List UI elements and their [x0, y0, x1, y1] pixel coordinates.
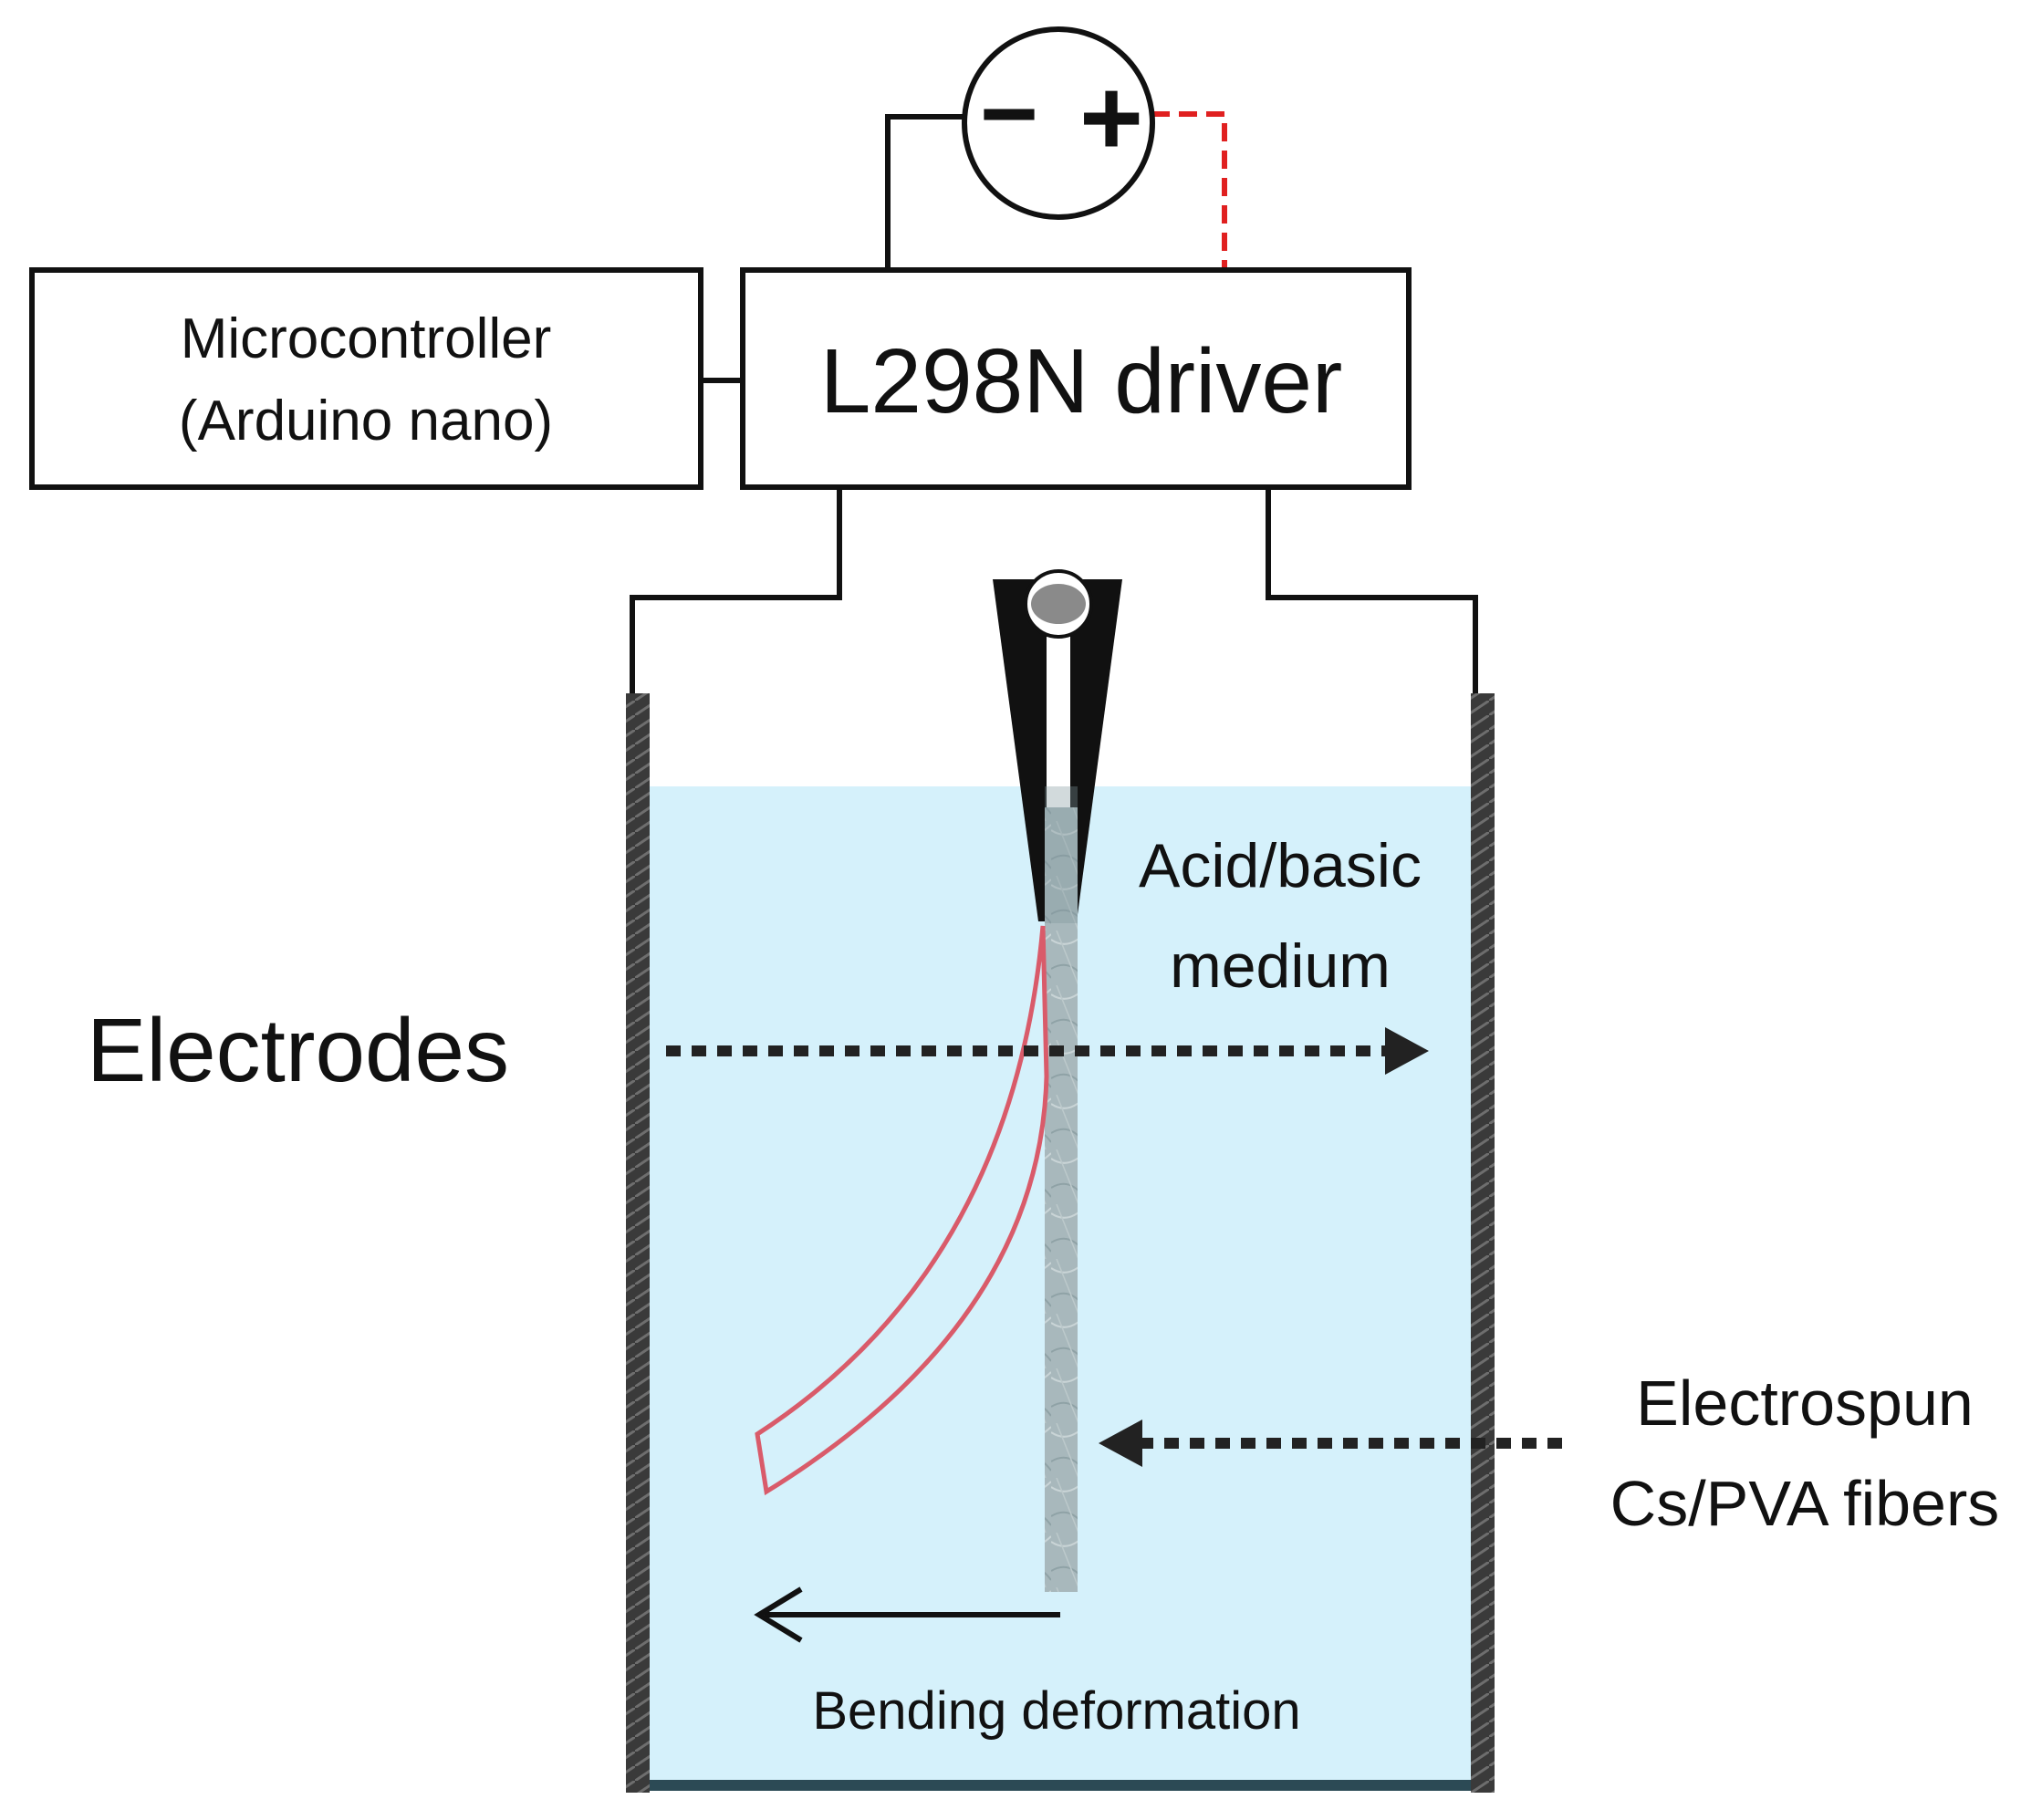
bent-fiber-outline: [755, 925, 1049, 1496]
voltage-source: − +: [962, 26, 1155, 220]
plus-symbol: +: [1079, 57, 1143, 179]
bending-direction-arrow: [754, 1586, 1060, 1643]
fibers-label-line2: Cs/PVA fibers: [1610, 1468, 2000, 1539]
microcontroller-box: Microcontroller (Arduino nano): [29, 267, 703, 490]
wire-driver-to-left-electrode: [630, 488, 842, 693]
electrodes-label: Electrodes: [87, 1000, 509, 1100]
minus-symbol: −: [980, 57, 1038, 170]
microcontroller-model: (Arduino nano): [179, 390, 553, 452]
fiber-strip: [1045, 807, 1078, 1592]
right-electrode: [1471, 693, 1495, 1793]
fiber-pointer-arrow: [1099, 1420, 1562, 1467]
driver-box: L298N driver: [740, 267, 1412, 490]
clamp-pin: [1031, 584, 1086, 624]
wire-source-positive: [1151, 111, 1227, 269]
microcontroller-label: Microcontroller: [181, 307, 552, 370]
driver-label: L298N driver: [820, 330, 1343, 432]
medium-label: Acid/basic: [1139, 831, 1422, 900]
electrode-field-arrow: [666, 1027, 1429, 1075]
medium-label-line2: medium: [1170, 931, 1391, 1001]
left-electrode: [626, 693, 650, 1793]
bending-label: Bending deformation: [812, 1681, 1300, 1741]
wire-source-negative: [885, 114, 965, 269]
fibers-label: Electrospun: [1636, 1368, 1974, 1439]
fiber-clamp: [993, 569, 1122, 921]
wire-driver-to-right-electrode: [1266, 488, 1478, 693]
